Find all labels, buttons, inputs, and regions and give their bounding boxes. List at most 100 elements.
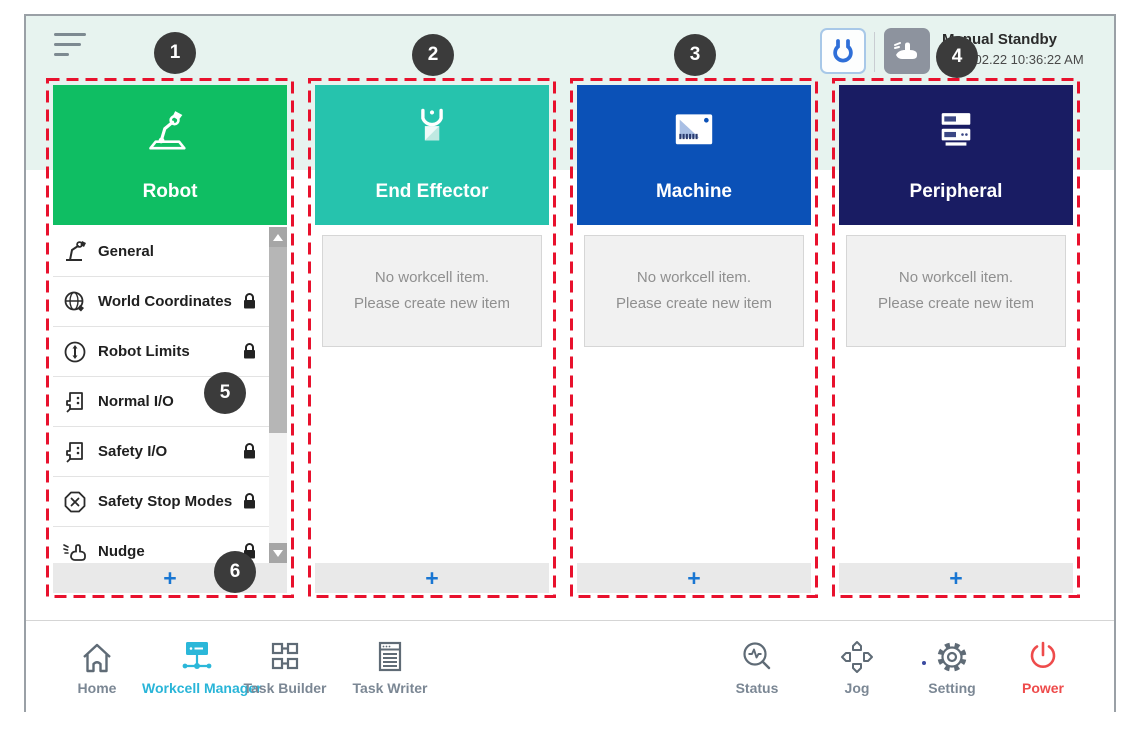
lock-icon (242, 293, 257, 310)
hamburger-icon (54, 53, 69, 56)
robot-column-title: Robot (142, 181, 198, 202)
robot-limits-icon (61, 338, 89, 366)
list-item-label: General (98, 243, 154, 260)
nav-label: Status (735, 680, 779, 696)
callout-badge-3: 3 (674, 34, 716, 76)
nav-power[interactable]: Power (988, 633, 1098, 696)
gripper-icon (833, 39, 853, 63)
triangle-down-icon (273, 549, 283, 557)
io-icon (61, 438, 89, 466)
list-item-safety-io[interactable]: Safety I/O (53, 427, 269, 477)
end-effector-add-button[interactable]: + (315, 563, 549, 593)
triangle-up-icon (273, 233, 283, 241)
callout-badge-6: 6 (214, 551, 256, 593)
hamburger-icon (54, 43, 81, 46)
list-item-world-coordinates[interactable]: World Coordinates (53, 277, 269, 327)
robot-settings-list: General World Coordinates Robot Limits (53, 227, 287, 563)
scrollbar-thumb[interactable] (269, 247, 287, 433)
peripheral-add-button[interactable]: + (839, 563, 1073, 593)
robot-arm-icon (61, 238, 89, 266)
list-item-label: Safety I/O (98, 443, 168, 460)
bottom-navigation: Home Workcell Manager (26, 620, 1114, 712)
lock-icon (242, 443, 257, 460)
home-icon (42, 633, 152, 675)
plus-icon: + (425, 565, 439, 591)
scroll-up-button[interactable] (269, 227, 287, 247)
nav-home[interactable]: Home (42, 633, 152, 696)
empty-line1: No workcell item. (898, 269, 1014, 286)
top-divider (874, 32, 875, 72)
empty-line1: No workcell item. (636, 269, 752, 286)
peripheral-header-card[interactable]: Peripheral (839, 85, 1073, 225)
callout-badge-4: 4 (936, 36, 978, 78)
list-item-label: World Coordinates (98, 293, 232, 310)
empty-line2: Please create new item (616, 295, 772, 312)
end-effector-column-title: End Effector (375, 181, 489, 202)
nav-label: Workcell Manager (142, 680, 262, 696)
separator-dot (922, 661, 926, 665)
nav-label: Task Builder (243, 680, 327, 696)
nav-task-writer[interactable]: Task Writer (335, 633, 445, 696)
list-item-label: Safety Stop Modes (98, 493, 233, 510)
callout-badge-2: 2 (412, 34, 454, 76)
robot-column: Robot General World Coordinates (46, 78, 294, 598)
manual-mode-button[interactable] (884, 28, 930, 74)
callout-badge-1: 1 (154, 32, 196, 74)
plus-icon: + (687, 565, 701, 591)
end-effector-header-card[interactable]: End Effector (315, 85, 549, 225)
nav-label: Task Writer (352, 680, 428, 696)
robot-header-card[interactable]: Robot (53, 85, 287, 225)
list-item-label: Robot Limits (98, 343, 190, 360)
machine-add-button[interactable]: + (577, 563, 811, 593)
list-item-general[interactable]: General (53, 227, 269, 277)
lock-icon (242, 343, 257, 360)
empty-line2: Please create new item (354, 295, 510, 312)
menu-button[interactable] (54, 33, 90, 61)
robot-arm-icon (53, 101, 287, 159)
nav-task-builder[interactable]: Task Builder (230, 633, 340, 696)
plus-icon: + (949, 565, 963, 591)
nav-jog[interactable]: Jog (802, 633, 912, 696)
nav-label: Home (77, 680, 117, 696)
power-icon (988, 633, 1098, 675)
app-frame: Manual Standby 2022.02.22 10:36:22 AM Ro… (24, 14, 1116, 712)
nav-status[interactable]: Status (702, 633, 812, 696)
status-monitor-icon (702, 633, 812, 675)
server-stack-icon (839, 101, 1073, 159)
plus-icon: + (163, 565, 177, 591)
scroll-down-button[interactable] (269, 543, 287, 563)
end-effector-column: End Effector No workcell item. Please cr… (308, 78, 556, 598)
gripper-toggle-button[interactable] (820, 28, 866, 74)
callout-badge-5: 5 (204, 372, 246, 414)
machine-column-title: Machine (655, 181, 733, 202)
nudge-hand-icon (61, 538, 89, 564)
stop-octagon-icon (61, 488, 89, 516)
nav-label: Power (1021, 680, 1064, 696)
nav-label: Setting (928, 680, 976, 696)
task-builder-icon (230, 633, 340, 675)
io-icon (61, 388, 89, 416)
peripheral-column-title: Peripheral (909, 181, 1003, 202)
list-item-safety-stop-modes[interactable]: Safety Stop Modes (53, 477, 269, 527)
machine-column: Machine No workcell item. Please create … (570, 78, 818, 598)
empty-workcell-box: No workcell item. Please create new item (584, 235, 804, 347)
jog-dpad-icon (802, 633, 912, 675)
list-item-robot-limits[interactable]: Robot Limits (53, 327, 269, 377)
nav-workcell-manager[interactable]: Workcell Manager (142, 633, 262, 696)
list-scrollbar[interactable] (269, 227, 287, 563)
task-writer-icon (335, 633, 445, 675)
nav-setting[interactable]: Setting (897, 633, 1007, 696)
hand-icon (894, 42, 917, 59)
hamburger-icon (54, 33, 86, 36)
world-coordinates-icon (61, 288, 89, 316)
lock-icon (242, 493, 257, 510)
empty-line1: No workcell item. (374, 269, 490, 286)
workcell-manager-icon (142, 633, 252, 675)
list-item-label: Nudge (98, 543, 145, 560)
empty-workcell-box: No workcell item. Please create new item (846, 235, 1066, 347)
machine-header-card[interactable]: Machine (577, 85, 811, 225)
machine-icon (577, 101, 811, 159)
empty-line2: Please create new item (878, 295, 1034, 312)
empty-workcell-box: No workcell item. Please create new item (322, 235, 542, 347)
